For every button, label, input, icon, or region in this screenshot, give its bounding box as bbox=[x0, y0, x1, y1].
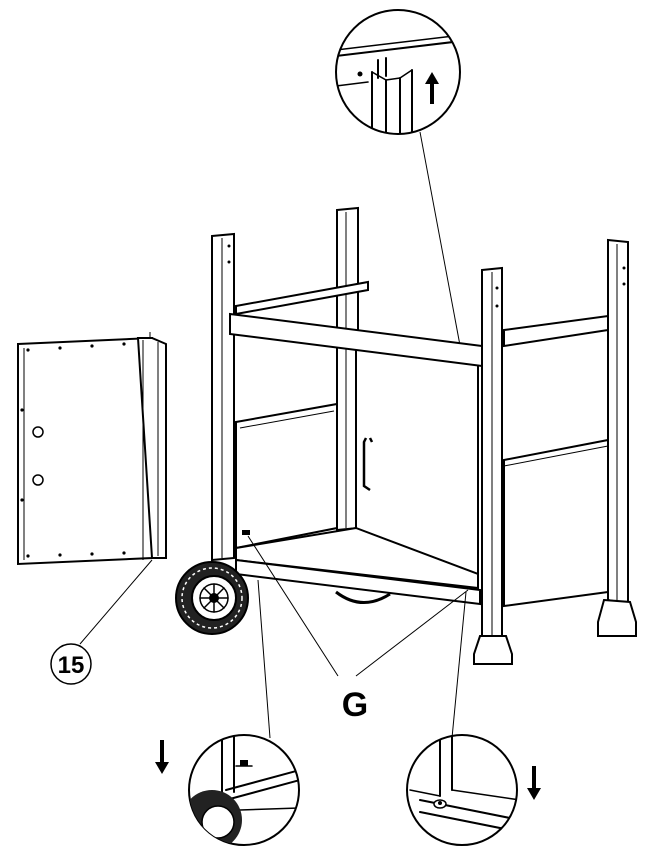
hardware-mark bbox=[242, 530, 250, 535]
leader-line-bottom-right bbox=[451, 591, 467, 739]
leg-foot bbox=[597, 598, 637, 637]
detail-circle-bottom-right bbox=[406, 734, 518, 846]
leader-line-bottom-left bbox=[257, 579, 271, 739]
door-hole bbox=[32, 474, 44, 486]
arrow-down-icon bbox=[527, 766, 541, 800]
detail-circle-top bbox=[335, 9, 463, 357]
door-panel bbox=[17, 332, 167, 566]
wheel bbox=[175, 561, 249, 635]
hardware-label: G bbox=[342, 686, 368, 724]
leader-line-top bbox=[419, 131, 463, 357]
arrow-down-icon bbox=[155, 740, 169, 774]
cart-frame bbox=[211, 206, 637, 665]
part-number-label: 15 bbox=[58, 652, 85, 679]
door-handle bbox=[362, 437, 374, 492]
detail-circle-bottom-left bbox=[188, 734, 300, 846]
door-hole bbox=[32, 426, 44, 438]
arrow-up-icon bbox=[425, 72, 439, 104]
leg-foot bbox=[473, 635, 513, 665]
hardware-callout: G bbox=[247, 535, 469, 724]
part-15-callout: 15 bbox=[50, 559, 153, 685]
